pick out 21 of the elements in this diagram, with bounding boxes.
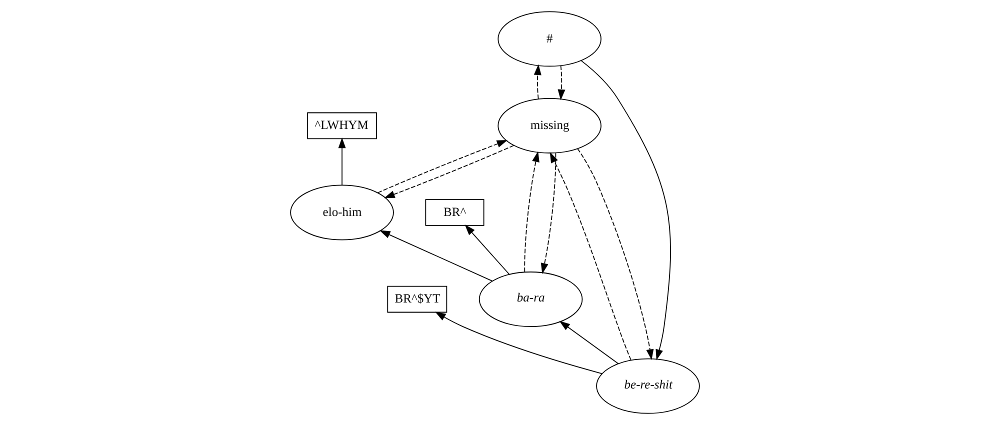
arrow [580,60,671,360]
node-ellipse: ba-ra [478,272,583,328]
node-ellipse: be-re-shit [596,358,700,414]
arrow [534,64,542,100]
arrow [384,145,514,198]
node-ellipse: missing [498,98,602,154]
node-box: BR^$YT [387,286,448,313]
arrow [377,140,508,194]
arrow [558,65,566,100]
node-box: BR^ [425,199,484,226]
arrow [524,151,540,272]
arrow [540,152,556,274]
arrow [559,320,619,364]
arrow [338,137,346,186]
arrow [379,230,493,282]
arrow [550,152,632,360]
arrow [435,312,602,374]
node-ellipse: # [498,11,602,67]
arrow [577,148,654,360]
node-box: ^LWHYM [307,112,377,140]
arrow [464,224,510,275]
